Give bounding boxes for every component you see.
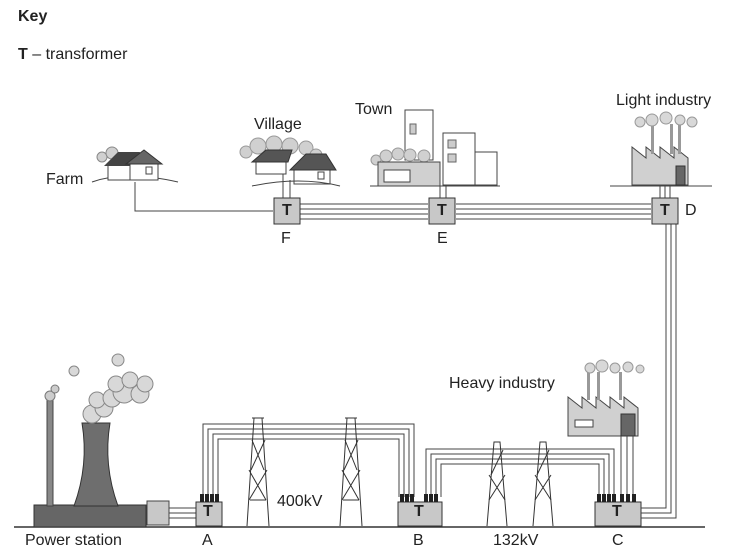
pylon (339, 417, 363, 527)
village-icon (239, 135, 341, 187)
transformer-e-label: E (437, 230, 448, 247)
transformer-f-label: F (281, 230, 291, 247)
transformer-b-label: B (413, 532, 424, 549)
light-industry-label: Light industry (616, 92, 712, 109)
farm-label: Farm (46, 171, 84, 188)
line-400kv (202, 423, 415, 497)
line-farm (134, 182, 273, 212)
key-meaning: transformer (45, 46, 128, 63)
key-entry: T – transformer (18, 46, 127, 64)
transformer-box-a (195, 494, 223, 527)
transformer-box-b (397, 494, 443, 527)
transformer-b-symbol: T (414, 503, 424, 520)
line-d-e-f (299, 203, 651, 220)
heavy-industry-feed (620, 436, 634, 494)
voltage-132-label: 132kV (493, 532, 539, 549)
key-title: Key (18, 8, 48, 25)
farm-icon (91, 146, 179, 183)
light-industry-icon (610, 111, 712, 187)
heavy-industry-label: Heavy industry (449, 375, 555, 392)
transformer-box-f (273, 197, 301, 225)
heavy-industry-icon (567, 359, 645, 437)
transformer-box-c (594, 494, 642, 527)
pylon (532, 441, 554, 527)
transformer-a-label: A (202, 532, 213, 549)
transformer-box-e (428, 197, 456, 225)
key-symbol: T (18, 46, 28, 63)
key-separator: – (32, 46, 42, 63)
transformer-c-symbol: T (612, 503, 622, 520)
line-c-to-d (641, 224, 677, 519)
transformer-d-label: D (685, 202, 697, 219)
transformer-f-symbol: T (282, 202, 292, 219)
town-label: Town (355, 101, 393, 118)
transformer-e-symbol: T (437, 202, 447, 219)
power-station-label: Power station (25, 532, 122, 549)
pylon (486, 441, 508, 527)
town-icon (370, 109, 500, 187)
pylon (246, 417, 270, 527)
line-132kv (425, 448, 615, 497)
power-station-icon (33, 353, 196, 528)
voltage-400-label: 400kV (277, 493, 323, 510)
village-label: Village (254, 116, 302, 133)
transformer-c-label: C (612, 532, 624, 549)
transformer-a-symbol: T (203, 503, 213, 520)
transformer-d-symbol: T (660, 202, 670, 219)
